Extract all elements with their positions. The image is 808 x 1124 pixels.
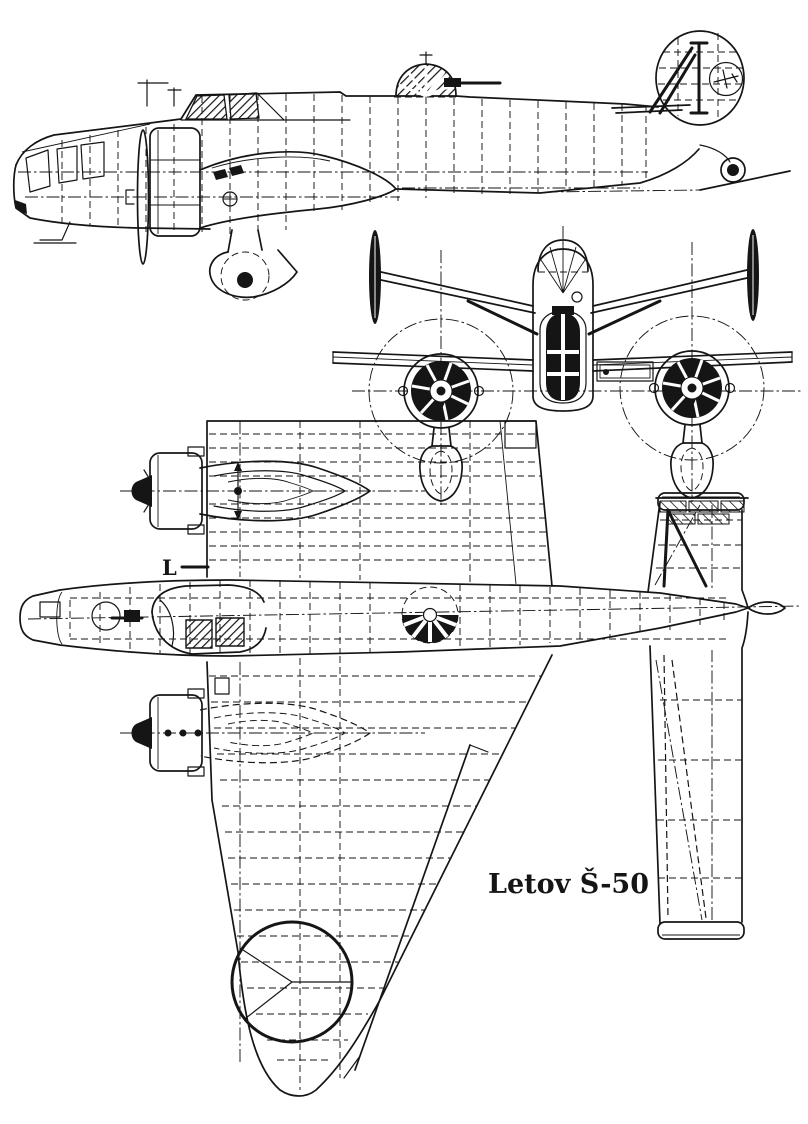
wheel-spat-side <box>209 249 298 299</box>
plan-view <box>19 420 801 1097</box>
turret-plan <box>401 586 459 644</box>
wing-lower-plan <box>206 654 553 1097</box>
canopy-plan <box>110 584 267 655</box>
engine-front-right <box>648 350 736 426</box>
nacelle-plan-upper <box>120 446 425 535</box>
engine-nacelle-side <box>149 127 201 237</box>
propeller-disc-left <box>368 318 514 464</box>
tail-fin-side <box>655 30 745 126</box>
nacelle-plan-lower <box>120 688 425 777</box>
turret-gun-mount <box>444 78 461 87</box>
front-view <box>332 226 802 525</box>
drawing-title: Letov Š-50 <box>488 866 649 900</box>
elevator-horn <box>747 601 786 615</box>
fin-plan-upper <box>657 492 745 511</box>
propeller-disc-right <box>619 315 765 461</box>
propeller-side <box>136 129 150 265</box>
aileron-hinge <box>354 744 471 1071</box>
wing-upper-plan <box>206 420 553 587</box>
gear-spat-front-left <box>419 427 463 502</box>
fin-plan-lower <box>657 921 745 940</box>
tailplane-plan <box>647 492 786 940</box>
rudder-hinge <box>689 41 709 115</box>
ground-hatch <box>655 497 749 525</box>
engine-front-left <box>397 353 485 429</box>
side-view <box>12 30 791 301</box>
left-mark-label: L <box>162 555 177 580</box>
fuselage-front <box>532 248 594 412</box>
fin-emblem <box>708 61 744 97</box>
